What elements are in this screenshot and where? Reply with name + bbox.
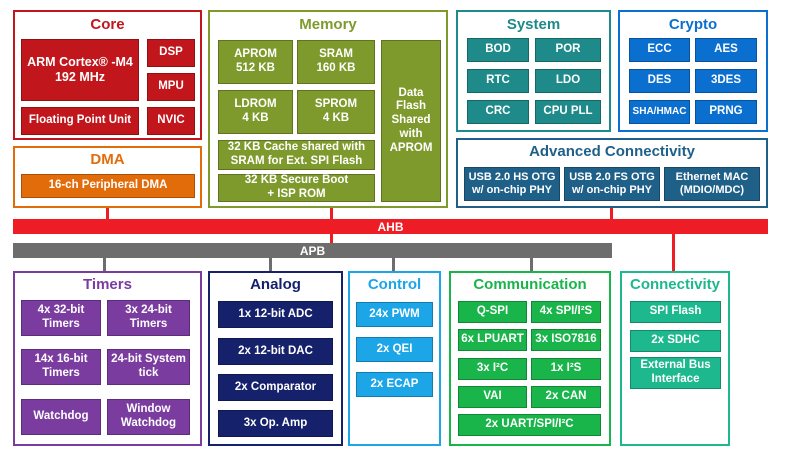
- des-block: DES: [629, 69, 690, 93]
- timers-panel: Timers 4x 32-bit Timers 3x 24-bit Timers…: [13, 271, 202, 446]
- can-block: 2x CAN: [531, 386, 601, 408]
- connectivity-ahb-connector: [672, 234, 675, 271]
- dma-block: 16-ch Peripheral DMA: [21, 174, 195, 198]
- timers-apb-connector: [103, 258, 106, 271]
- memory-ahb-connector: [330, 208, 333, 219]
- system-title: System: [506, 16, 561, 33]
- sdhc-block: 2x SDHC: [630, 330, 721, 352]
- spi-flash-block: SPI Flash: [630, 301, 721, 323]
- ldo-block: LDO: [535, 69, 601, 93]
- lpuart-block: 6x LPUART: [458, 329, 527, 351]
- por-block: POR: [535, 38, 601, 62]
- iso7816-block: 3x ISO7816: [531, 329, 601, 351]
- crypto-panel: Crypto ECC AES DES 3DES SHA/HMAC PRNG: [618, 10, 768, 132]
- ahb-bus: AHB: [13, 219, 768, 234]
- apb-bus: APB: [13, 243, 612, 258]
- usb-fs-otg-block: USB 2.0 FS OTG w/ on-chip PHY: [564, 167, 660, 201]
- ldrom-block: LDROM 4 KB: [218, 90, 293, 134]
- communication-panel: Communication Q-SPI 4x SPI/I²S 6x LPUART…: [449, 271, 611, 446]
- system-panel: System BOD POR RTC LDO CRC CPU PLL: [456, 10, 611, 132]
- core-panel: Core ARM Cortex® -M4 192 MHz DSP MPU Flo…: [13, 10, 202, 140]
- cpu-name: ARM Cortex® -M4: [27, 55, 133, 69]
- data-flash-block: Data Flash Shared with APROM: [381, 40, 441, 202]
- bod-block: BOD: [467, 38, 529, 62]
- external-bus-interface-block: External Bus Interface: [630, 357, 721, 389]
- timer-16bit-block: 14x 16-bit Timers: [21, 349, 101, 385]
- analog-title: Analog: [250, 276, 301, 293]
- adc-block: 1x 12-bit ADC: [218, 301, 333, 328]
- sha-hmac-block: SHA/HMAC: [629, 100, 690, 124]
- 3des-block: 3DES: [695, 69, 757, 93]
- system-tick-block: 24-bit System tick: [107, 349, 190, 385]
- adv-ahb-connector: [610, 208, 613, 219]
- uart-spi-i2c-block: 2x UART/SPI/I²C: [458, 414, 601, 436]
- window-watchdog-block: Window Watchdog: [107, 399, 190, 435]
- advanced-connectivity-panel: Advanced Connectivity USB 2.0 HS OTG w/ …: [456, 138, 768, 208]
- analog-apb-connector: [269, 258, 272, 271]
- aprom-block: APROM 512 KB: [218, 40, 293, 84]
- comparator-block: 2x Comparator: [218, 374, 333, 401]
- communication-title: Communication: [473, 276, 587, 293]
- spi-i2s-block: 4x SPI/I²S: [531, 301, 601, 323]
- sram-block: SRAM 160 KB: [297, 40, 375, 84]
- analog-panel: Analog 1x 12-bit ADC 2x 12-bit DAC 2x Co…: [208, 271, 343, 446]
- connectivity-panel: Connectivity SPI Flash 2x SDHC External …: [620, 271, 730, 446]
- timers-title: Timers: [83, 276, 132, 293]
- qei-block: 2x QEI: [356, 337, 433, 362]
- cpu-block: ARM Cortex® -M4 192 MHz: [21, 39, 139, 101]
- cpu-pll-block: CPU PLL: [535, 100, 601, 124]
- control-title: Control: [367, 276, 422, 293]
- watchdog-block: Watchdog: [21, 399, 101, 435]
- core-title: Core: [90, 16, 125, 33]
- ethernet-mac-block: Ethernet MAC (MDIO/MDC): [664, 167, 760, 201]
- op-amp-block: 3x Op. Amp: [218, 410, 333, 437]
- prng-block: PRNG: [695, 100, 757, 124]
- nvic-block: NVIC: [147, 107, 195, 135]
- ecap-block: 2x ECAP: [356, 372, 433, 397]
- rtc-block: RTC: [467, 69, 529, 93]
- mpu-block: MPU: [147, 73, 195, 101]
- connectivity-title: Connectivity: [629, 276, 720, 293]
- dac-block: 2x 12-bit DAC: [218, 338, 333, 365]
- advanced-connectivity-title: Advanced Connectivity: [529, 143, 695, 160]
- usb-hs-otg-block: USB 2.0 HS OTG w/ on-chip PHY: [464, 167, 560, 201]
- i2s-block: 1x I²S: [531, 358, 601, 380]
- sprom-block: SPROM 4 KB: [297, 90, 375, 134]
- memory-title: Memory: [299, 16, 357, 33]
- secure-boot-block: 32 KB Secure Boot + ISP ROM: [218, 174, 375, 202]
- vai-block: VAI: [458, 386, 527, 408]
- cache-block: 32 KB Cache shared with SRAM for Ext. SP…: [218, 140, 375, 170]
- timer-32bit-block: 4x 32-bit Timers: [21, 300, 101, 336]
- fpu-block: Floating Point Unit: [21, 107, 139, 135]
- pwm-block: 24x PWM: [356, 302, 433, 327]
- i2c-block: 3x I²C: [458, 358, 527, 380]
- dma-title: DMA: [90, 151, 125, 168]
- crc-block: CRC: [467, 100, 529, 124]
- comm-apb-connector: [530, 258, 533, 271]
- dma-panel: DMA 16-ch Peripheral DMA: [13, 146, 202, 208]
- crypto-title: Crypto: [668, 16, 718, 33]
- dsp-block: DSP: [147, 39, 195, 67]
- memory-panel: Memory APROM 512 KB SRAM 160 KB LDROM 4 …: [208, 10, 448, 208]
- qspi-block: Q-SPI: [458, 301, 527, 323]
- control-apb-connector: [392, 258, 395, 271]
- dma-ahb-connector: [106, 208, 109, 219]
- ahb-apb-bridge: [330, 234, 333, 243]
- cpu-speed: 192 MHz: [54, 70, 106, 84]
- control-panel: Control 24x PWM 2x QEI 2x ECAP: [348, 271, 441, 446]
- ecc-block: ECC: [629, 38, 690, 62]
- timer-24bit-block: 3x 24-bit Timers: [107, 300, 190, 336]
- aes-block: AES: [695, 38, 757, 62]
